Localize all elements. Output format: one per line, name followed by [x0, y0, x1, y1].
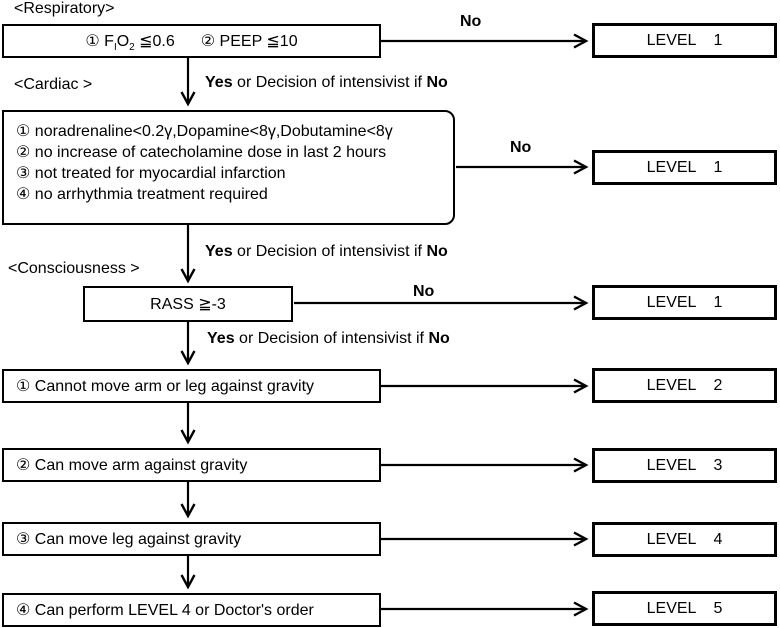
level-box-3: LEVEL 3: [592, 448, 777, 483]
decision-label-cardiac: Yes or Decision of intensivist if No: [205, 243, 448, 260]
level-label: LEVEL: [646, 456, 697, 474]
cardiac-criterion-line: ② no increase of catecholamine dose in l…: [16, 144, 387, 161]
level-label: LEVEL: [646, 31, 697, 49]
rass-criteria-text: RASS ≧-3: [150, 296, 226, 313]
no-label-respiratory: No: [460, 13, 482, 30]
level-number: 1: [713, 158, 723, 176]
level-box-4: LEVEL 4: [592, 522, 777, 557]
level-box-2: LEVEL 2: [592, 368, 777, 403]
level-number: 5: [713, 599, 723, 617]
level-label: LEVEL: [646, 599, 697, 617]
mobility-box-2: ② Can move arm against gravity: [2, 448, 381, 482]
cardiac-criterion-line: ③ not treated for myocardial infarction: [16, 165, 286, 182]
no-label-cardiac: No: [510, 139, 532, 156]
cardiac-criteria-box: ① noradrenaline<0.2γ,Dopamine<8γ,Dobutam…: [2, 110, 455, 225]
level-label: LEVEL: [646, 158, 697, 176]
mobility-box-4-text: ④ Can perform LEVEL 4 or Doctor's order: [16, 602, 314, 619]
level-box-respiratory-no: LEVEL 1: [592, 23, 777, 58]
level-box-cardiac-no: LEVEL 1: [592, 150, 777, 185]
level-label: LEVEL: [646, 530, 697, 548]
cardiac-criterion-line: ④ no arrhythmia treatment required: [16, 186, 268, 203]
section-label-consciousness: <Consciousness >: [8, 260, 140, 277]
level-label: LEVEL: [646, 293, 697, 311]
mobility-box-4: ④ Can perform LEVEL 4 or Doctor's order: [2, 593, 381, 627]
decision-label-rass: Yes or Decision of intensivist if No: [207, 330, 450, 347]
mobility-box-1: ① Cannot move arm or leg against gravity: [2, 369, 381, 403]
level-number: 1: [713, 293, 723, 311]
mobility-box-3: ③ Can move leg against gravity: [2, 522, 381, 556]
mobility-box-3-text: ③ Can move leg against gravity: [16, 531, 242, 548]
peep-criterion: ② PEEP ≦10: [200, 33, 298, 50]
section-label-cardiac: <Cardiac >: [14, 76, 93, 93]
fio2-criterion: ① FIO2 ≦0.6: [85, 33, 175, 54]
level-number: 2: [713, 376, 723, 394]
level-box-rass-no: LEVEL 1: [592, 285, 777, 320]
cardiac-criterion-line: ① noradrenaline<0.2γ,Dopamine<8γ,Dobutam…: [16, 123, 393, 140]
decision-label-respiratory: Yes or Decision of intensivist if No: [205, 74, 448, 91]
respiratory-criteria-box: ① FIO2 ≦0.6 ② PEEP ≦10: [2, 24, 381, 58]
level-number: 1: [713, 31, 723, 49]
level-number: 4: [713, 530, 723, 548]
rass-criteria-box: RASS ≧-3: [83, 286, 293, 322]
mobility-box-1-text: ① Cannot move arm or leg against gravity: [16, 378, 315, 395]
level-number: 3: [713, 456, 723, 474]
level-label: LEVEL: [646, 376, 697, 394]
no-label-rass: No: [413, 283, 435, 300]
level-box-5: LEVEL 5: [592, 591, 777, 626]
respiratory-criteria-text: ① FIO2 ≦0.6 ② PEEP ≦10: [85, 31, 298, 54]
section-label-respiratory: <Respiratory>: [14, 0, 115, 17]
mobility-box-2-text: ② Can move arm against gravity: [16, 457, 248, 474]
